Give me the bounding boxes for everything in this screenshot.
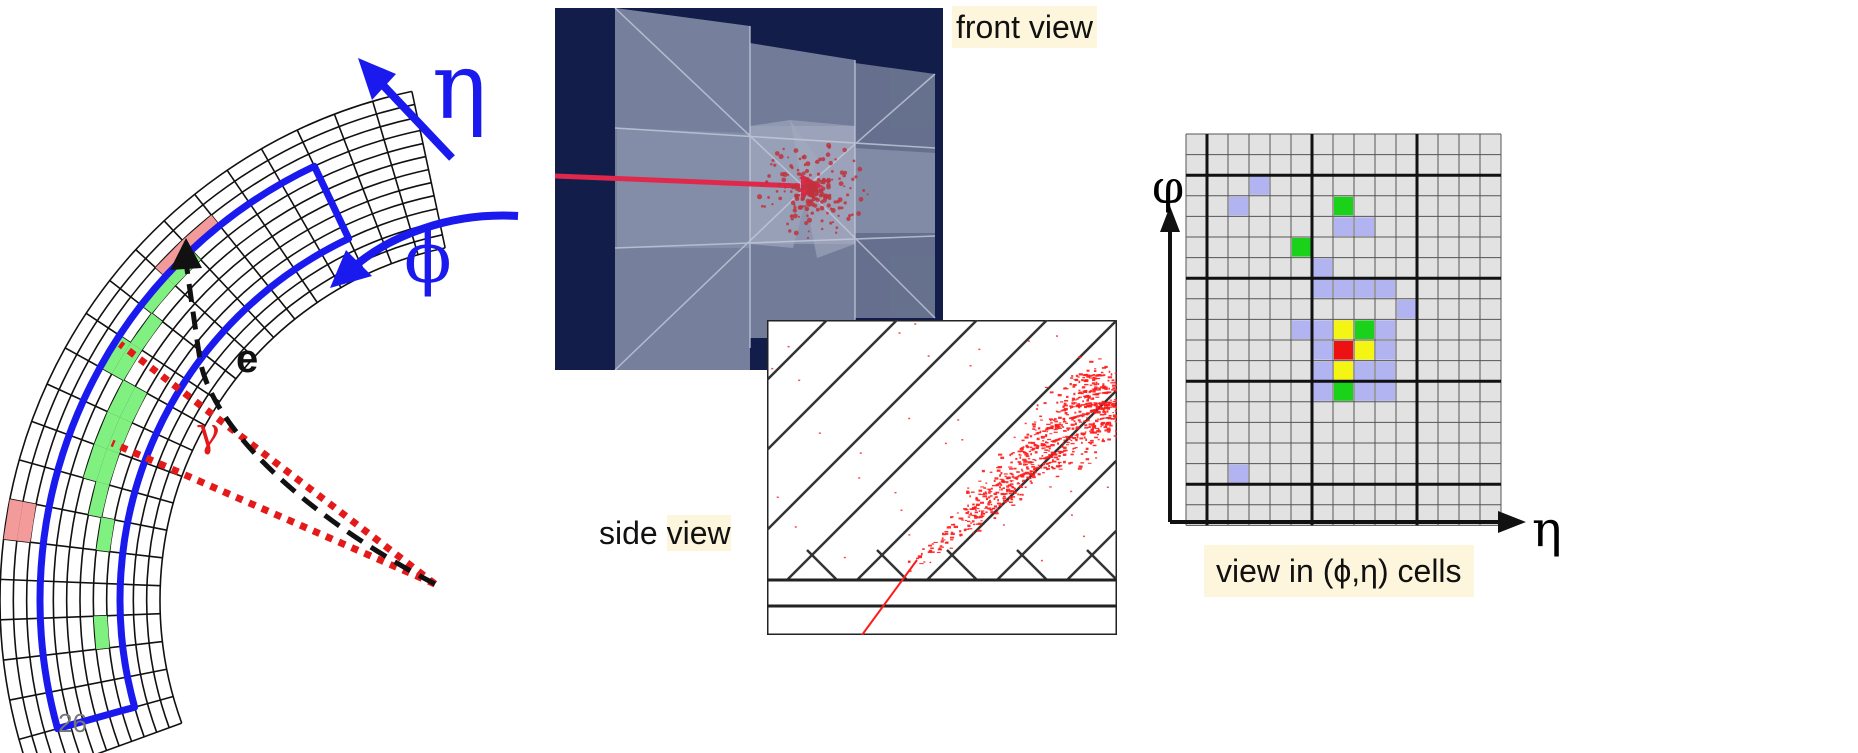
- low-energy-cell: [1355, 382, 1374, 401]
- seed-cell: [88, 481, 110, 518]
- phi-arrow-shaft: [352, 211, 519, 270]
- photon-track-lower: [110, 439, 437, 588]
- photon-track-upper: [117, 341, 438, 587]
- electron-arrowhead: [170, 238, 202, 270]
- cell-map-caption-bg: [1204, 545, 1474, 597]
- medium-energy-cell: [1334, 196, 1353, 216]
- low-energy-cell: [1376, 279, 1395, 298]
- front-view-caption: front view: [952, 6, 1097, 48]
- side-view-caption: side view: [595, 512, 735, 554]
- high-energy-cell: [1334, 320, 1353, 339]
- eta-arrowhead: [358, 58, 396, 100]
- front-view-image: [555, 8, 943, 370]
- low-energy-cell: [1313, 279, 1332, 298]
- page-number: 26: [58, 708, 87, 738]
- low-energy-cell: [1334, 217, 1353, 236]
- incoming-particle-track: [555, 173, 801, 189]
- low-energy-cell: [1292, 320, 1311, 339]
- low-energy-cell: [1334, 279, 1353, 298]
- edge-cell: [3, 499, 23, 541]
- side-view-caption-highlight: view: [666, 515, 731, 551]
- high-energy-cell: [1334, 361, 1353, 381]
- seed-cell: [107, 380, 136, 418]
- side-view-caption-prefix: side: [599, 515, 667, 551]
- electron-track: [183, 261, 437, 587]
- seed-cell: [93, 615, 110, 650]
- low-energy-cell: [1376, 320, 1395, 339]
- calorimeter-curve-diagram: η ϕ e γ: [0, 33, 519, 753]
- low-energy-cell: [1355, 361, 1374, 381]
- side-incoming-track: [861, 559, 918, 635]
- eta-symbol: η: [432, 33, 487, 140]
- energy-cells: [1229, 176, 1416, 484]
- side-view-image: [767, 320, 1117, 635]
- seed-cell: [119, 386, 147, 423]
- low-energy-cell: [1313, 320, 1332, 339]
- tower-boundaries: [1186, 134, 1501, 526]
- seed-cell: [130, 313, 163, 351]
- seed-cell: [83, 444, 107, 482]
- low-energy-cell: [1313, 361, 1332, 381]
- medium-energy-cell: [1355, 320, 1374, 339]
- low-energy-cell: [1313, 341, 1332, 360]
- edge-cell: [16, 501, 36, 543]
- photon-label: γ: [196, 410, 220, 456]
- low-energy-cell: [1376, 382, 1395, 401]
- seed-cell: [141, 276, 176, 314]
- calorimeter-cell-grid: [0, 90, 446, 753]
- phi-axis-symbol: φ: [1152, 160, 1185, 214]
- x-axis-arrowhead: [1498, 511, 1526, 533]
- low-energy-cell: [1376, 341, 1395, 360]
- seed-cell: [96, 448, 120, 485]
- edge-cell: [182, 215, 220, 250]
- low-energy-cell: [1355, 279, 1374, 298]
- high-energy-cell: [1355, 341, 1374, 360]
- low-energy-cell: [1376, 361, 1395, 381]
- low-energy-cell: [1250, 176, 1269, 195]
- phi-symbol: ϕ: [404, 217, 452, 299]
- eta-arrow-shaft: [377, 79, 455, 161]
- low-energy-cell: [1313, 258, 1332, 278]
- seed-cell: [96, 517, 115, 552]
- side-shower-deposits: [771, 323, 1117, 572]
- medium-energy-cell: [1334, 382, 1353, 401]
- electron-label: e: [236, 337, 258, 381]
- low-energy-cell: [1229, 464, 1248, 484]
- peak-energy-cell: [1334, 341, 1353, 360]
- low-energy-cell: [1397, 299, 1416, 319]
- phi-arrowhead: [330, 250, 372, 288]
- cluster-outline: [36, 162, 353, 733]
- cell-map-caption: view in (ϕ,η) cells: [1216, 553, 1462, 589]
- phi-eta-cell-map: [1160, 133, 1526, 533]
- y-axis-arrowhead: [1160, 206, 1180, 232]
- low-energy-cell: [1355, 217, 1374, 236]
- medium-energy-cell: [1292, 238, 1311, 257]
- seed-cell: [94, 411, 120, 449]
- eta-axis-symbol: η: [1532, 500, 1562, 558]
- low-energy-cell: [1229, 196, 1248, 216]
- shower-deposits: [756, 142, 869, 240]
- low-energy-cell: [1313, 382, 1332, 401]
